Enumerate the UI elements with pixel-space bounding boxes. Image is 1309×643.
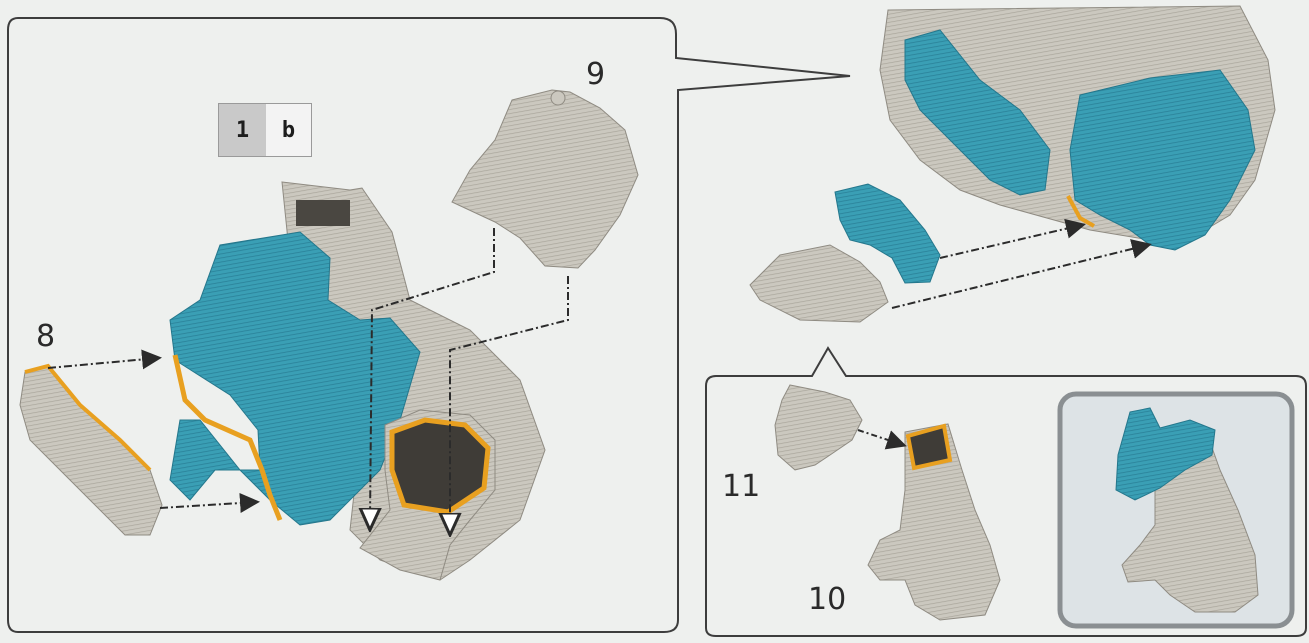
part-label-10: 10 [808, 585, 846, 615]
glue-ring [908, 426, 950, 468]
step-letter: b [266, 104, 311, 156]
grey-arm-piece [750, 245, 888, 322]
assembly-arrow [940, 225, 1082, 258]
step-badge: 1 b [218, 103, 312, 157]
step-number: 1 [219, 104, 266, 156]
dark-opening [296, 200, 350, 226]
part-label-9: 9 [586, 60, 605, 90]
part-label-11: 11 [722, 472, 760, 502]
part-label-8: 8 [36, 322, 55, 352]
